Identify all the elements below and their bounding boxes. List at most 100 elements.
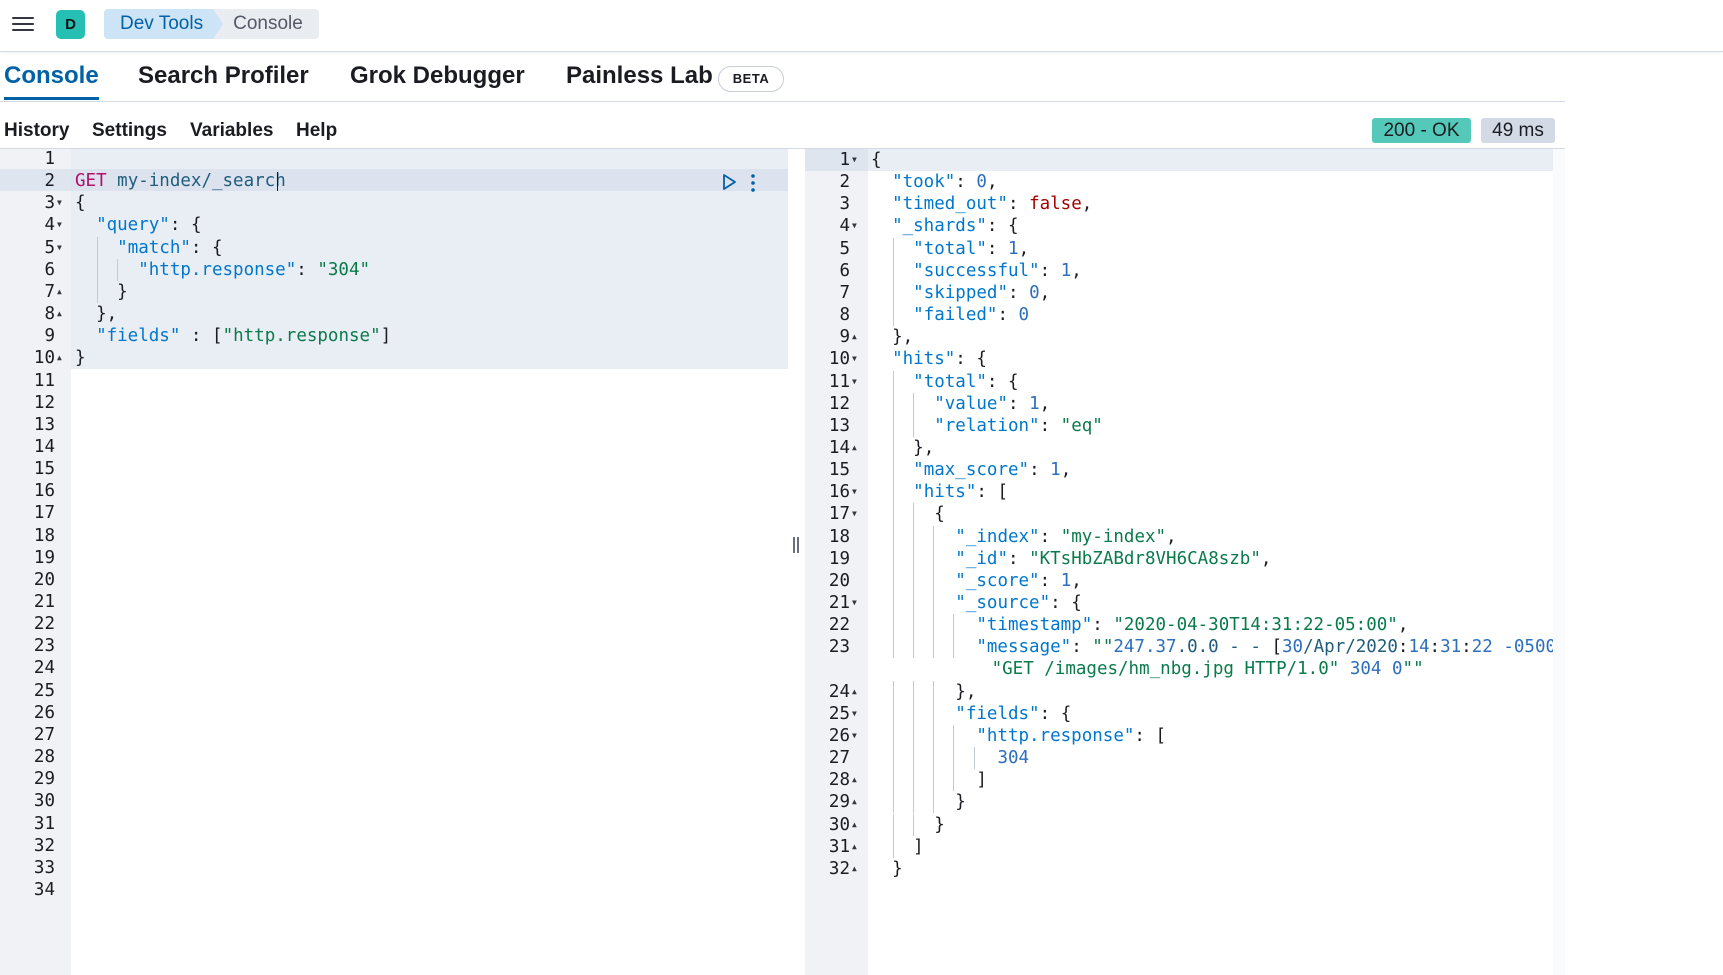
line-number: 17 bbox=[828, 504, 850, 525]
line-number: 27 bbox=[33, 724, 55, 745]
breadcrumb-dev-tools[interactable]: Dev Tools bbox=[104, 9, 224, 39]
line-number: 22 bbox=[828, 615, 850, 636]
code-line: "skipped": 0, bbox=[913, 282, 1051, 303]
fold-open-icon[interactable]: ▼ bbox=[852, 376, 857, 386]
fold-close-icon[interactable]: ▲ bbox=[852, 775, 857, 785]
response-scrollbar[interactable] bbox=[1553, 149, 1565, 975]
fold-close-icon[interactable]: ▲ bbox=[57, 309, 62, 319]
indent-guide bbox=[913, 414, 915, 437]
line-number: 15 bbox=[828, 460, 850, 481]
line-number: 19 bbox=[33, 547, 55, 568]
indent-guide bbox=[973, 747, 975, 770]
fold-open-icon[interactable]: ▼ bbox=[57, 198, 62, 208]
indent-guide bbox=[933, 747, 935, 770]
code-line: "successful": 1, bbox=[913, 260, 1082, 281]
fold-open-icon[interactable]: ▼ bbox=[57, 220, 62, 230]
code-line: "fields" : ["http.response"] bbox=[96, 326, 392, 347]
fold-close-icon[interactable]: ▲ bbox=[852, 819, 857, 829]
fold-open-icon[interactable]: ▼ bbox=[852, 221, 857, 231]
console-toolbar: History Settings Variables Help bbox=[0, 103, 1565, 149]
line-number: 14 bbox=[828, 437, 850, 458]
indent-guide bbox=[893, 259, 895, 282]
indent-guide bbox=[893, 304, 895, 327]
line-number: 28 bbox=[33, 747, 55, 768]
line-number: 31 bbox=[828, 836, 850, 857]
help-link[interactable]: Help bbox=[296, 120, 338, 141]
line-number bbox=[805, 658, 850, 680]
code-line: } bbox=[75, 348, 86, 369]
fold-open-icon[interactable]: ▼ bbox=[852, 708, 857, 718]
run-request-icon[interactable] bbox=[720, 173, 738, 191]
indent-guide bbox=[933, 525, 935, 548]
line-number: 1 bbox=[839, 150, 850, 170]
indent-guide bbox=[893, 481, 895, 504]
tab-search-profiler[interactable]: Search Profiler bbox=[138, 62, 309, 89]
line-number: 34 bbox=[33, 879, 55, 900]
fold-open-icon[interactable]: ▼ bbox=[852, 487, 857, 497]
pane-resizer[interactable] bbox=[788, 149, 805, 975]
code-line: }, bbox=[955, 681, 977, 702]
active-line-highlight bbox=[868, 149, 1553, 171]
indent-guide bbox=[97, 280, 99, 304]
fold-open-icon[interactable]: ▼ bbox=[852, 155, 857, 164]
fold-open-icon[interactable]: ▼ bbox=[852, 730, 857, 740]
line-number: 17 bbox=[33, 503, 55, 524]
fold-open-icon[interactable]: ▼ bbox=[57, 242, 62, 252]
line-number: 8 bbox=[839, 305, 850, 326]
code-line: "relation": "eq" bbox=[934, 415, 1103, 436]
code-line: "_shards": { bbox=[892, 216, 1019, 237]
fold-close-icon[interactable]: ▲ bbox=[852, 686, 857, 696]
indent-guide bbox=[913, 769, 915, 792]
settings-link[interactable]: Settings bbox=[92, 120, 167, 141]
code-line: "total": 1, bbox=[913, 238, 1030, 259]
tab-console[interactable]: Console bbox=[4, 62, 99, 100]
fold-close-icon[interactable]: ▲ bbox=[57, 286, 62, 296]
space-avatar[interactable]: D bbox=[56, 10, 85, 39]
indent-guide bbox=[913, 680, 915, 703]
indent-guide bbox=[893, 769, 895, 792]
fold-close-icon[interactable]: ▲ bbox=[852, 797, 857, 807]
indent-guide bbox=[117, 258, 119, 281]
fold-close-icon[interactable]: ▲ bbox=[852, 332, 857, 342]
resize-handle-icon[interactable] bbox=[793, 537, 799, 553]
fold-open-icon[interactable]: ▼ bbox=[852, 598, 857, 607]
tab-grok-debugger[interactable]: Grok Debugger bbox=[350, 62, 525, 89]
fold-close-icon[interactable]: ▲ bbox=[852, 841, 857, 851]
fold-close-icon[interactable]: ▲ bbox=[852, 442, 857, 452]
line-number: 28 bbox=[828, 770, 850, 791]
indent-guide bbox=[913, 503, 915, 526]
fold-open-icon[interactable]: ▼ bbox=[852, 509, 857, 519]
indent-guide bbox=[913, 569, 915, 592]
code-line: } bbox=[117, 281, 128, 302]
response-time-badge: 49 ms bbox=[1481, 118, 1555, 143]
indent-guide bbox=[913, 525, 915, 548]
indent-guide bbox=[893, 459, 895, 482]
fold-close-icon[interactable]: ▲ bbox=[852, 863, 857, 873]
indent-guide bbox=[913, 724, 915, 748]
line-number: 9 bbox=[44, 326, 55, 347]
indent-guide bbox=[953, 636, 955, 659]
line-number: 13 bbox=[33, 414, 55, 435]
indent-guide bbox=[97, 236, 99, 259]
indent-guide bbox=[893, 370, 895, 393]
indent-guide bbox=[953, 769, 955, 792]
line-number: 13 bbox=[828, 415, 850, 436]
variables-link[interactable]: Variables bbox=[190, 120, 274, 141]
code-line: "query": { bbox=[96, 215, 202, 236]
line-number: 12 bbox=[828, 393, 850, 414]
indent-guide bbox=[913, 614, 915, 637]
fold-close-icon[interactable]: ▲ bbox=[57, 353, 62, 363]
indent-guide bbox=[893, 525, 895, 548]
request-actions-icon[interactable] bbox=[748, 173, 758, 193]
tab-painless-lab[interactable]: Painless Lab bbox=[566, 62, 713, 89]
code-line: GET my-index/_search bbox=[75, 171, 286, 192]
status-badge: 200 - OK bbox=[1372, 118, 1471, 143]
history-link[interactable]: History bbox=[4, 120, 70, 141]
code-line: "GET /images/hm_nbg.jpg HTTP/1.0" 304 0"… bbox=[991, 659, 1424, 680]
line-number: 8 bbox=[44, 304, 55, 325]
active-line-gutter bbox=[805, 149, 868, 171]
menu-icon[interactable] bbox=[10, 13, 36, 35]
fold-open-icon[interactable]: ▼ bbox=[852, 354, 857, 364]
